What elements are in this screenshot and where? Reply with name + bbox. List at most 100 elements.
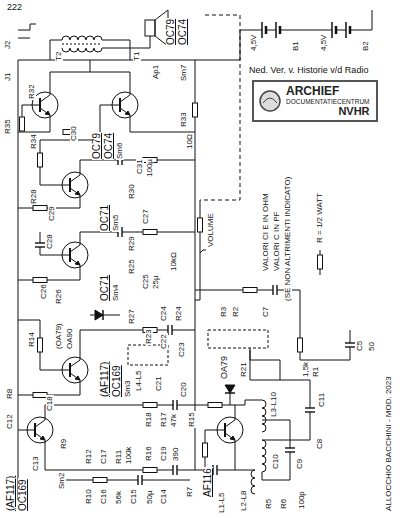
component-label: C10 bbox=[272, 453, 280, 470]
component-label: 56k bbox=[115, 490, 123, 505]
component-label: 100p bbox=[298, 490, 306, 510]
component-label: C28 bbox=[46, 233, 54, 250]
component-label: C27 bbox=[142, 208, 150, 225]
component-label: T2 bbox=[55, 51, 63, 62]
component-label: R9 bbox=[60, 438, 68, 450]
component-label: Sm4 bbox=[112, 284, 120, 302]
component-label: C7 bbox=[262, 306, 270, 318]
component-label: 10Ω bbox=[186, 133, 194, 150]
component-label: C26 bbox=[40, 283, 48, 300]
component-label: R34 bbox=[30, 133, 38, 150]
component-label: C24 bbox=[160, 305, 168, 322]
component-label: Sm6 bbox=[116, 142, 124, 160]
component-label: R1 bbox=[312, 366, 320, 378]
transistor-type: OC74 bbox=[178, 18, 188, 46]
transistor-type: OC169 bbox=[18, 478, 28, 512]
component-label: C31 bbox=[136, 158, 144, 175]
component-label: VALORI C IN PF bbox=[273, 211, 281, 272]
component-label: C15 bbox=[130, 488, 138, 505]
component-label: R25 bbox=[128, 258, 136, 275]
transistor-type: OC79 bbox=[166, 18, 176, 46]
component-label: R30 bbox=[128, 183, 136, 200]
transistor-type: OC169 bbox=[112, 364, 122, 398]
component-label: C19 bbox=[160, 445, 168, 462]
transistor-type: OC79 bbox=[92, 132, 102, 160]
component-label: C22 bbox=[160, 333, 168, 350]
component-label: OA90 bbox=[66, 328, 74, 350]
component-label: 50 bbox=[368, 341, 376, 352]
component-label: R21 bbox=[240, 361, 248, 378]
stamp-heading: ARCHIEF bbox=[286, 85, 370, 98]
component-label: R14 bbox=[28, 331, 36, 348]
component-label: R24 bbox=[175, 305, 183, 322]
component-label: L1-L5 bbox=[218, 492, 226, 514]
component-label: C18 bbox=[46, 395, 54, 412]
component-label: C13 bbox=[32, 455, 40, 472]
component-label: R29 bbox=[128, 235, 136, 252]
archive-stamp: ARCHIEFDOCUMENTATIECENTRUMNVHR bbox=[252, 80, 378, 122]
component-label: 25µ bbox=[152, 274, 160, 290]
component-label: R35 bbox=[4, 118, 12, 135]
component-label: 100k bbox=[125, 446, 133, 465]
component-label: R18 bbox=[145, 411, 153, 428]
component-label: C20 bbox=[180, 381, 188, 398]
component-label: 47k bbox=[170, 413, 178, 428]
component-label: R26 bbox=[55, 288, 63, 305]
component-label: 100µ bbox=[146, 158, 154, 178]
component-label: R15 bbox=[188, 411, 196, 428]
component-label: C21 bbox=[155, 375, 163, 392]
component-label: C23 bbox=[178, 341, 186, 358]
component-label: C9 bbox=[296, 458, 304, 470]
component-label: J2 bbox=[4, 40, 12, 50]
component-label: OA79 bbox=[220, 355, 229, 380]
component-label: J1 bbox=[4, 72, 12, 82]
stamp-text: DOCUMENTATIECENTRUM bbox=[286, 98, 370, 105]
component-label: L4-L5 bbox=[135, 370, 143, 392]
component-label: C8 bbox=[316, 438, 324, 450]
component-label: R = 1/2 WATT bbox=[316, 192, 324, 244]
component-label: L2-L8 bbox=[240, 490, 248, 512]
transistor-type: (AF117) bbox=[6, 475, 16, 512]
component-label: 4,5V bbox=[250, 34, 258, 52]
component-label: R11 bbox=[115, 449, 123, 465]
component-label: VALORI CI E IN OHM bbox=[262, 192, 270, 272]
component-label: Sm3 bbox=[124, 380, 132, 398]
component-label: R7 bbox=[186, 486, 194, 498]
component-label: Sm2 bbox=[58, 472, 66, 490]
component-label: ALLOCCHIO BACCHINI - MOD. 2023 bbox=[385, 375, 393, 512]
component-label: R33 bbox=[180, 111, 188, 128]
component-label: R28 bbox=[30, 188, 38, 205]
transistor-type: OC74 bbox=[104, 132, 114, 160]
component-label: 222 bbox=[6, 3, 23, 12]
component-label: B1 bbox=[292, 40, 300, 52]
component-label: R27 bbox=[128, 308, 136, 325]
transistor-type: OC71 bbox=[100, 274, 110, 302]
component-label: R2 bbox=[232, 306, 240, 318]
component-label: R12 bbox=[85, 448, 93, 465]
component-label: R16 bbox=[145, 445, 153, 462]
stamp-logo bbox=[258, 89, 282, 113]
component-label: Ned. Ver. v. Historie v/d Radio bbox=[248, 66, 369, 75]
component-label: 390 bbox=[172, 447, 180, 462]
component-label: C11 bbox=[318, 392, 326, 408]
component-label: R5 bbox=[265, 498, 273, 510]
component-label: C12 bbox=[6, 413, 14, 430]
component-label: C25 bbox=[142, 273, 150, 290]
component-label: C29 bbox=[48, 205, 56, 222]
component-label: Ap1 bbox=[152, 64, 160, 80]
component-label: Sm7 bbox=[180, 64, 188, 82]
transistor-type: AF116 bbox=[203, 467, 213, 498]
component-label: R8 bbox=[6, 388, 14, 400]
component-label: T1 bbox=[133, 51, 141, 62]
component-label: R23 bbox=[145, 328, 153, 345]
component-label: B2 bbox=[362, 40, 370, 52]
component-label: C17 bbox=[100, 448, 108, 465]
component-label: C5 bbox=[356, 340, 364, 352]
transistor-type: (AF117) bbox=[100, 361, 110, 398]
component-label: L3-L10 bbox=[270, 391, 278, 418]
component-label: Sm5 bbox=[112, 214, 120, 232]
component-label: 10kΩ bbox=[170, 251, 178, 272]
component-label: R6 bbox=[280, 498, 288, 510]
component-label: C30 bbox=[70, 125, 78, 142]
transistor-type: OC71 bbox=[100, 204, 110, 232]
